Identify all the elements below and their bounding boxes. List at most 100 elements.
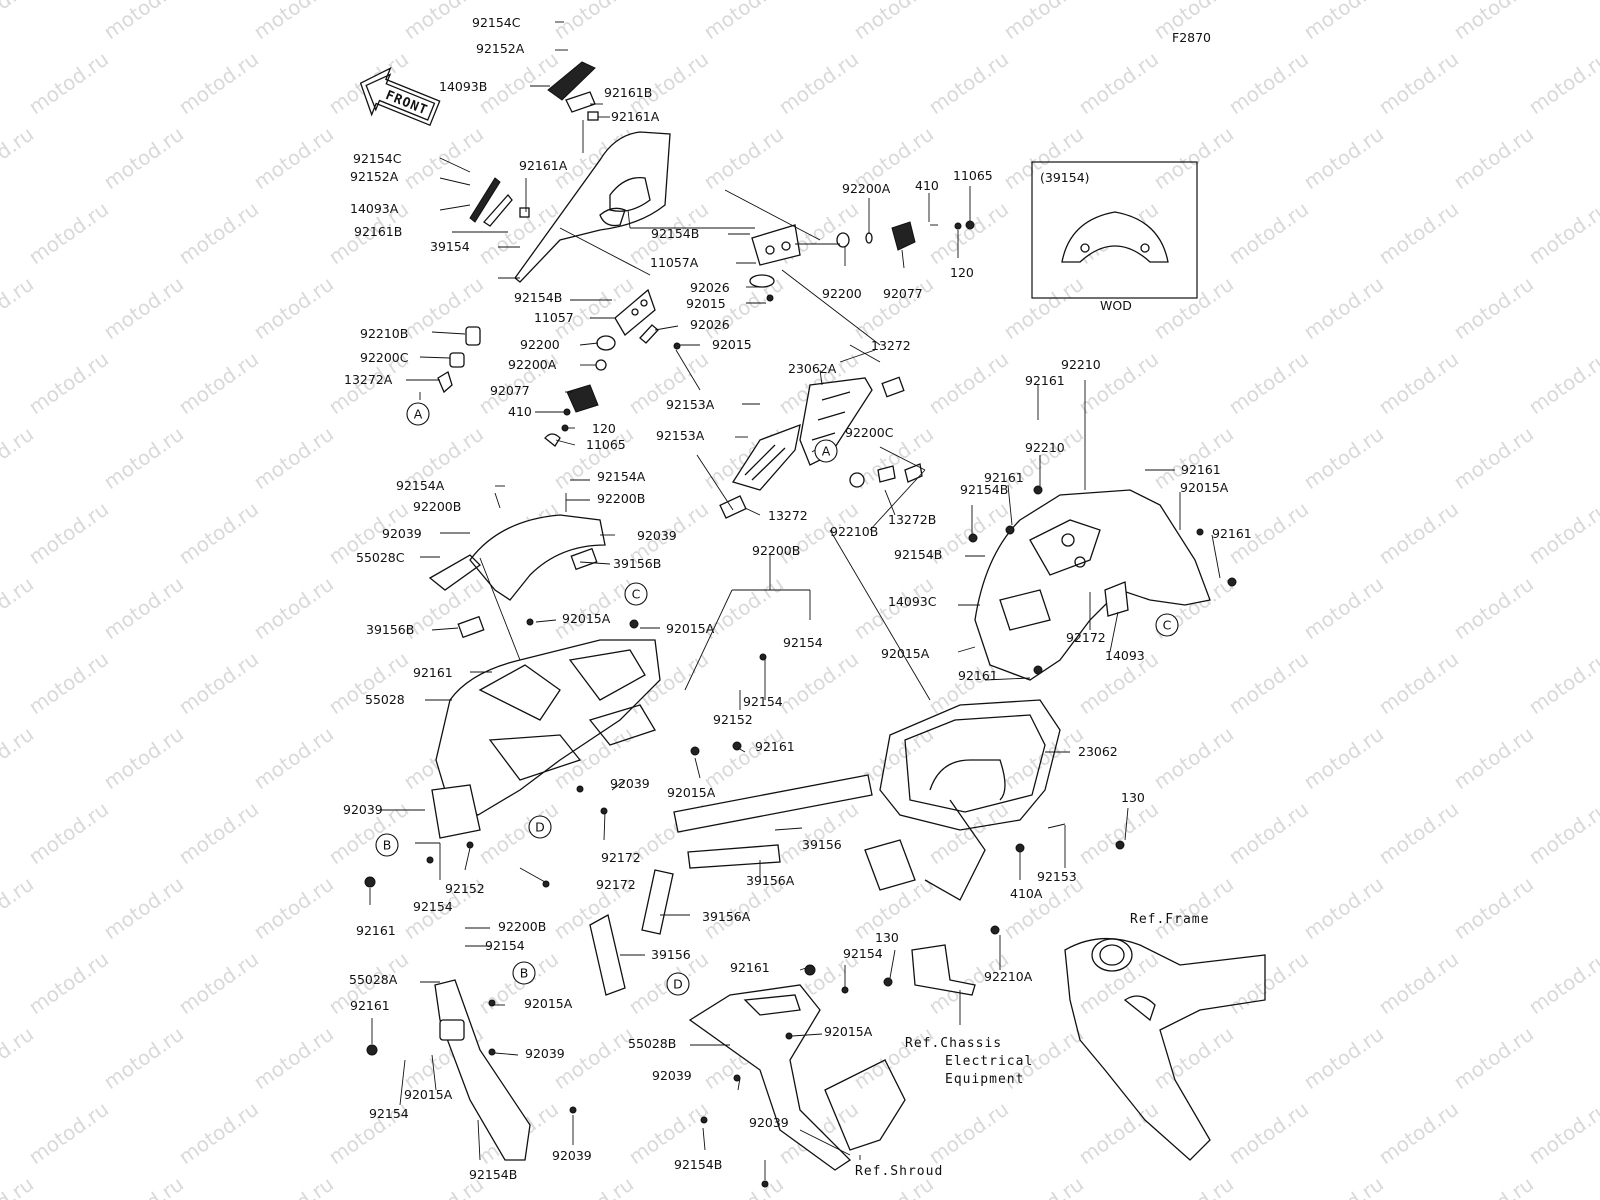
pad-39156-long xyxy=(673,774,873,833)
subframe-23062 xyxy=(879,699,1061,831)
part-number-label: 92172 xyxy=(601,850,641,865)
part-number-label: 92153A xyxy=(666,397,715,412)
part-number-label: 92026 xyxy=(690,317,730,332)
watermark-text: motod.ru xyxy=(0,1172,38,1200)
watermark-text: motod.ru xyxy=(1299,722,1388,794)
watermark-text: motod.ru xyxy=(99,1172,188,1200)
part-number-label: 92161 xyxy=(984,470,1024,485)
watermark-text: motod.ru xyxy=(324,647,413,719)
part-number-label: 39156 xyxy=(651,947,691,962)
watermark-text: motod.ru xyxy=(0,1022,38,1094)
watermark-text: motod.ru xyxy=(174,47,263,119)
inset-caption: WOD xyxy=(1100,298,1132,313)
inset-box: (39154) WOD xyxy=(1031,161,1198,313)
watermark-text: motod.ru xyxy=(924,1097,1013,1169)
part-number-label: 92210 xyxy=(1061,357,1101,372)
watermark-text: motod.ru xyxy=(1524,497,1600,569)
part-number-label: 39156 xyxy=(802,837,842,852)
part-number-label: 92200 xyxy=(520,337,560,352)
watermark-text: motod.ru xyxy=(174,347,263,419)
part-number-label: 11057 xyxy=(534,310,574,325)
part-number-label: 92039 xyxy=(525,1046,565,1061)
watermark-text: motod.ru xyxy=(1074,797,1163,869)
watermark-text: motod.ru xyxy=(849,272,938,344)
watermark-text: motod.ru xyxy=(0,0,38,44)
part-number-label: 92039 xyxy=(749,1115,789,1130)
watermark-text: motod.ru xyxy=(249,0,338,44)
inset-title: (39154) xyxy=(1040,170,1090,185)
watermark-text: motod.ru xyxy=(24,797,113,869)
watermark-text: motod.ru xyxy=(99,422,188,494)
watermark-text: motod.ru xyxy=(1374,347,1463,419)
watermark-text: motod.ru xyxy=(1299,0,1388,44)
part-drawings xyxy=(364,61,1266,1188)
reference-marker-letter: A xyxy=(414,407,423,422)
part-number-label: 11065 xyxy=(953,168,993,183)
watermark-text: motod.ru xyxy=(1374,947,1463,1019)
watermark-text: motod.ru xyxy=(99,0,188,44)
watermark-text: motod.ru xyxy=(774,647,863,719)
frame-outline xyxy=(1064,937,1266,1161)
part-number-label: 14093B xyxy=(439,79,487,94)
part-number-label: 410A xyxy=(1010,886,1043,901)
part-number-label: 92154B xyxy=(894,547,942,562)
watermark-text: motod.ru xyxy=(99,572,188,644)
reference-marker-letter: C xyxy=(632,587,641,602)
figure-code: F2870 xyxy=(1172,30,1211,45)
watermark-text: motod.ru xyxy=(24,497,113,569)
watermark-text: motod.ru xyxy=(1299,122,1388,194)
watermark-text: motod.ru xyxy=(474,47,563,119)
watermark-text: motod.ru xyxy=(1374,647,1463,719)
part-number-label: 92161 xyxy=(1025,373,1065,388)
watermark-text: motod.ru xyxy=(0,572,38,644)
watermark-text: motod.ru xyxy=(24,647,113,719)
part-number-label: 92039 xyxy=(652,1068,692,1083)
watermark-text: motod.ru xyxy=(549,1172,638,1200)
part-number-label: 120 xyxy=(950,265,974,280)
part-number-label: 11065 xyxy=(586,437,626,452)
watermark-text: motod.ru xyxy=(1149,872,1238,944)
watermark-text: motod.ru xyxy=(1449,722,1538,794)
part-number-label: 92152A xyxy=(476,41,525,56)
part-number-label: 92200B xyxy=(498,919,546,934)
part-number-label: 92200A xyxy=(842,181,891,196)
reference-marker-circle xyxy=(406,402,430,426)
watermark-text: motod.ru xyxy=(999,0,1088,44)
reference-marker-circle xyxy=(814,439,838,463)
watermark-text: motod.ru xyxy=(24,47,113,119)
watermark-text: motod.ru xyxy=(99,1022,188,1094)
part-number-label: 130 xyxy=(875,930,899,945)
watermark-text: motod.ru xyxy=(24,1097,113,1169)
reference-marker-letter: D xyxy=(673,977,683,992)
part-number-label: 92154 xyxy=(843,946,883,961)
watermark-text: motod.ru xyxy=(174,797,263,869)
part-number-label: 92200A xyxy=(508,357,557,372)
part-number-label: 92015A xyxy=(562,611,611,626)
watermark-text: motod.ru xyxy=(999,722,1088,794)
part-number-label: 55028B xyxy=(628,1036,676,1051)
watermark-text: motod.ru xyxy=(0,722,38,794)
part-number-label: 92172 xyxy=(596,877,636,892)
watermark-text: motod.ru xyxy=(1149,1172,1238,1200)
part-number-label: 92200C xyxy=(360,350,409,365)
watermark-text: motod.ru xyxy=(1224,197,1313,269)
watermark-text: motod.ru xyxy=(249,1172,338,1200)
watermark-text: motod.ru xyxy=(174,197,263,269)
watermark-text: motod.ru xyxy=(1299,422,1388,494)
watermark-text: motod.ru xyxy=(0,272,38,344)
part-number-label: 23062A xyxy=(788,361,837,376)
part-number-label: 92154B xyxy=(469,1167,517,1182)
reference-marker-letter: B xyxy=(520,966,529,981)
part-number-label: 92161 xyxy=(730,960,770,975)
part-number-label: 39156B xyxy=(613,556,661,571)
watermark-text: motod.ru xyxy=(1449,422,1538,494)
watermark-text: motod.ru xyxy=(1299,572,1388,644)
watermark-text: motod.ru xyxy=(1449,572,1538,644)
part-number-label: 92154A xyxy=(396,478,445,493)
watermark-text: motod.ru xyxy=(1224,797,1313,869)
part-number-label: 92154B xyxy=(514,290,562,305)
part-number-label: 92210 xyxy=(1025,440,1065,455)
ref-frame: Ref.Frame xyxy=(1130,912,1209,927)
part-number-label: 14093C xyxy=(888,594,937,609)
watermark-text: motod.ru xyxy=(699,0,788,44)
